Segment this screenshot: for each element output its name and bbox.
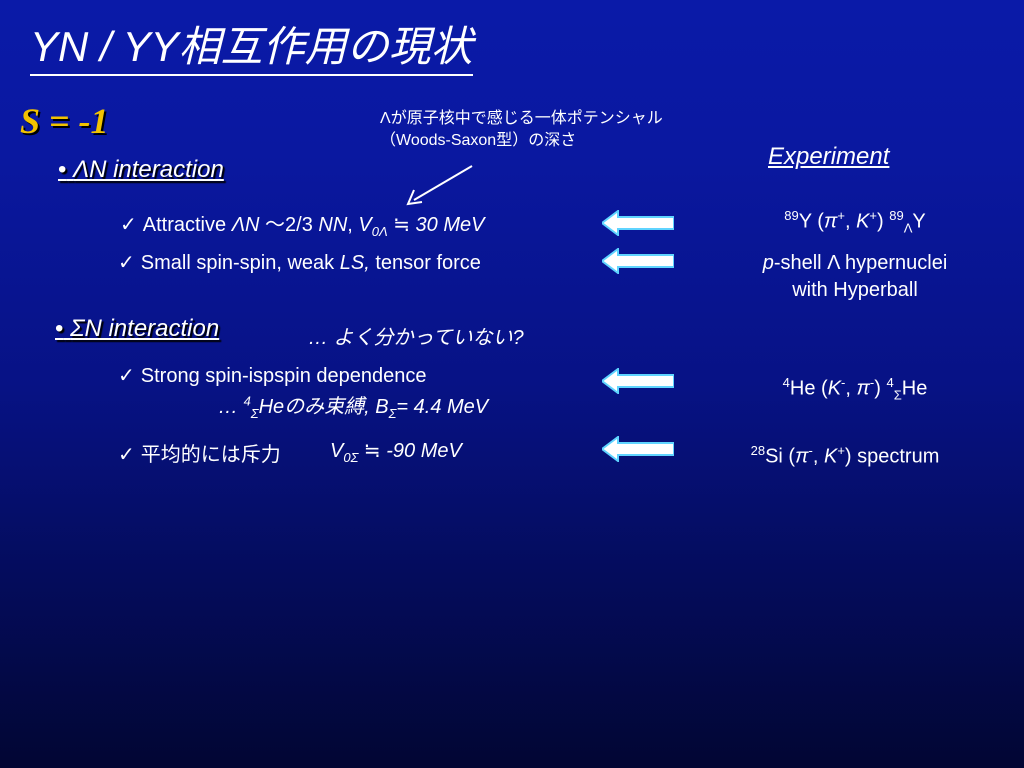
item-text: …	[218, 396, 244, 418]
slide-title: YN / YY相互作用の現状	[30, 22, 473, 76]
exp-text: -shell Λ hypernuclei	[773, 252, 948, 274]
exp-text: ) spectrum	[844, 445, 940, 468]
exp-text: He	[901, 377, 928, 400]
exp-text: π	[823, 210, 838, 233]
item-text: tensor force	[369, 252, 481, 274]
potential-subscript: 0Λ	[371, 224, 388, 239]
sigma-potential-value: V0Σ ≒ -90 MeV	[330, 438, 462, 465]
left-arrow-icon	[602, 436, 674, 462]
mass-number: 4	[782, 375, 790, 390]
mass-number: 89	[889, 208, 904, 223]
sigma-remark: … よく分かっていない?	[308, 327, 524, 349]
exp-text: p	[762, 252, 774, 274]
exp-text: K	[856, 210, 870, 233]
mass-number: 4	[886, 375, 894, 390]
charge: -	[808, 443, 813, 458]
exp-text: ,	[845, 377, 857, 400]
left-arrow-icon	[602, 368, 674, 394]
potential-subscript: 0Σ	[343, 450, 359, 465]
experiment-si28: 28Si (π-, K+) spectrum	[680, 443, 1010, 469]
note-line-1: Λが原子核中で感じる一体ポテンシャル	[380, 110, 663, 127]
exp-text: π	[795, 445, 809, 468]
sigma-n-label: ΣN interaction	[70, 315, 220, 342]
charge: +	[837, 208, 845, 223]
item-text: Small spin-spin, weak	[140, 252, 340, 274]
charge: -	[841, 375, 846, 390]
check-icon: ✓	[118, 252, 135, 274]
potential-symbol: V	[358, 214, 372, 236]
hyperon-subscript: Σ	[893, 387, 902, 403]
lambda-n-section-heading: • ΛN interaction	[58, 156, 224, 184]
charge: -	[869, 375, 875, 390]
item-text: ΛN	[231, 214, 260, 236]
check-icon: ✓	[120, 214, 137, 236]
item-text: ～2/3	[259, 214, 319, 236]
item-text: LS,	[339, 252, 370, 274]
bullet: •	[58, 156, 67, 183]
exp-line-2: with Hyperball	[792, 279, 918, 301]
item-text: NN	[318, 214, 348, 236]
potential-value: ≒ -90 MeV	[358, 440, 462, 462]
lambda-spin-item: ✓Small spin-spin, weak LS, tensor force	[118, 250, 481, 275]
bullet: •	[55, 315, 64, 342]
hyperon-subscript: Σ	[250, 406, 259, 421]
exp-text: π	[856, 377, 870, 400]
lambda-n-label: ΛN interaction	[73, 156, 224, 183]
sigma-bound-note: … 4ΣHeのみ束縛, BΣ= 4.4 MeV	[218, 390, 488, 421]
exp-text: K	[823, 445, 838, 468]
item-text: 平均的には斥力	[140, 444, 281, 466]
left-arrow-icon	[602, 248, 674, 274]
experiment-pshell: p-shell Λ hypernuclei with Hyperball	[690, 250, 1020, 304]
check-icon: ✓	[118, 444, 135, 466]
exp-text: Y	[912, 210, 926, 233]
strangeness-label: S = -1	[20, 101, 109, 141]
sigma-repulsive-item: ✓平均的には斥力	[118, 438, 281, 467]
mass-number: 4	[243, 393, 251, 409]
exp-text: )	[874, 377, 887, 400]
lambda-attractive-item: ✓Attractive ΛN ～2/3 NN, V0Λ ≒ 30 MeV	[120, 208, 484, 239]
mass-number: 89	[784, 208, 799, 223]
item-text: Strong spin-ispspin dependence	[140, 365, 427, 387]
left-arrow-icon	[602, 210, 674, 236]
item-text: Attractive	[142, 214, 232, 236]
hyperon-subscript: Λ	[903, 220, 913, 236]
exp-text: Y (	[798, 210, 824, 233]
potential-symbol: V	[330, 440, 344, 462]
binding-subscript: Σ	[388, 406, 397, 421]
exp-text: He (	[789, 377, 828, 400]
sigma-n-section-heading: • ΣN interaction	[55, 315, 219, 343]
experiment-header: Experiment	[768, 143, 890, 170]
exp-text: )	[877, 210, 890, 233]
binding-value: = 4.4 MeV	[396, 396, 489, 418]
note-pointer-arrow	[406, 165, 473, 206]
exp-text: K	[827, 377, 842, 400]
exp-text: ,	[844, 210, 857, 233]
sigma-spin-item: ✓Strong spin-ispspin dependence	[118, 363, 427, 388]
mass-number: 28	[750, 443, 766, 458]
check-icon: ✓	[118, 365, 135, 387]
charge: +	[837, 443, 845, 458]
charge: +	[869, 208, 877, 223]
exp-text: Si (	[765, 445, 796, 468]
item-text: ,	[347, 214, 359, 236]
note-line-2: （Woods-Saxon型）の深さ	[380, 132, 577, 149]
item-text: Heのみ束縛, B	[258, 396, 389, 418]
experiment-he4: 4He (K-, π-) 4ΣHe	[690, 375, 1020, 403]
exp-text: ,	[812, 445, 824, 468]
experiment-y89: 89Y (π+, K+) 89ΛY	[690, 208, 1020, 236]
potential-note: Λが原子核中で感じる一体ポテンシャル （Woods-Saxon型）の深さ	[380, 108, 663, 152]
potential-value: ≒ 30 MeV	[387, 214, 485, 236]
exp-line-1: p-shell Λ hypernuclei	[690, 250, 1020, 277]
